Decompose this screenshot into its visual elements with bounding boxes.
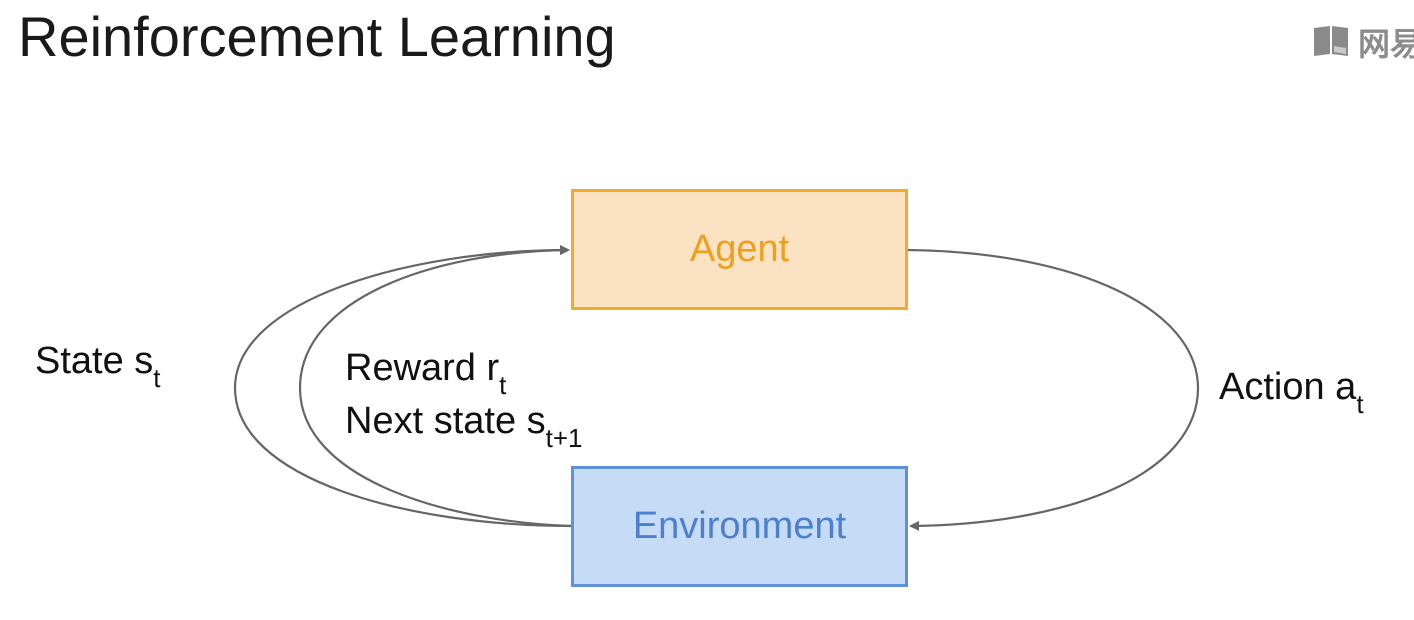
watermark: 网易	[1312, 22, 1414, 63]
book-logo-icon	[1314, 26, 1348, 56]
next-state-label: Next state st+1	[345, 400, 583, 451]
agent-label: Agent	[689, 228, 790, 270]
action-arrow	[907, 248, 1200, 531]
reward-label: Reward rt	[345, 347, 506, 398]
state-arrow	[233, 245, 572, 528]
agent-box: Agent	[571, 189, 908, 310]
reward-arrow	[298, 245, 572, 528]
state-label-subscript: t	[153, 363, 161, 393]
state-label-main: State s	[35, 340, 154, 382]
reward-label-main: Reward r	[345, 347, 500, 389]
next-state-label-main: Next state s	[345, 400, 546, 442]
reward-label-subscript: t	[499, 370, 507, 400]
action-label: Action at	[1219, 366, 1364, 417]
watermark-text: 网易	[1358, 25, 1414, 63]
slide-title: Reinforcement Learning	[18, 5, 616, 68]
environment-label: Environment	[632, 505, 847, 547]
environment-box: Environment	[571, 466, 908, 587]
action-label-main: Action a	[1219, 366, 1357, 408]
state-label: State st	[35, 340, 161, 391]
action-label-subscript: t	[1356, 389, 1364, 419]
next-state-label-subscript: t+1	[545, 423, 583, 453]
